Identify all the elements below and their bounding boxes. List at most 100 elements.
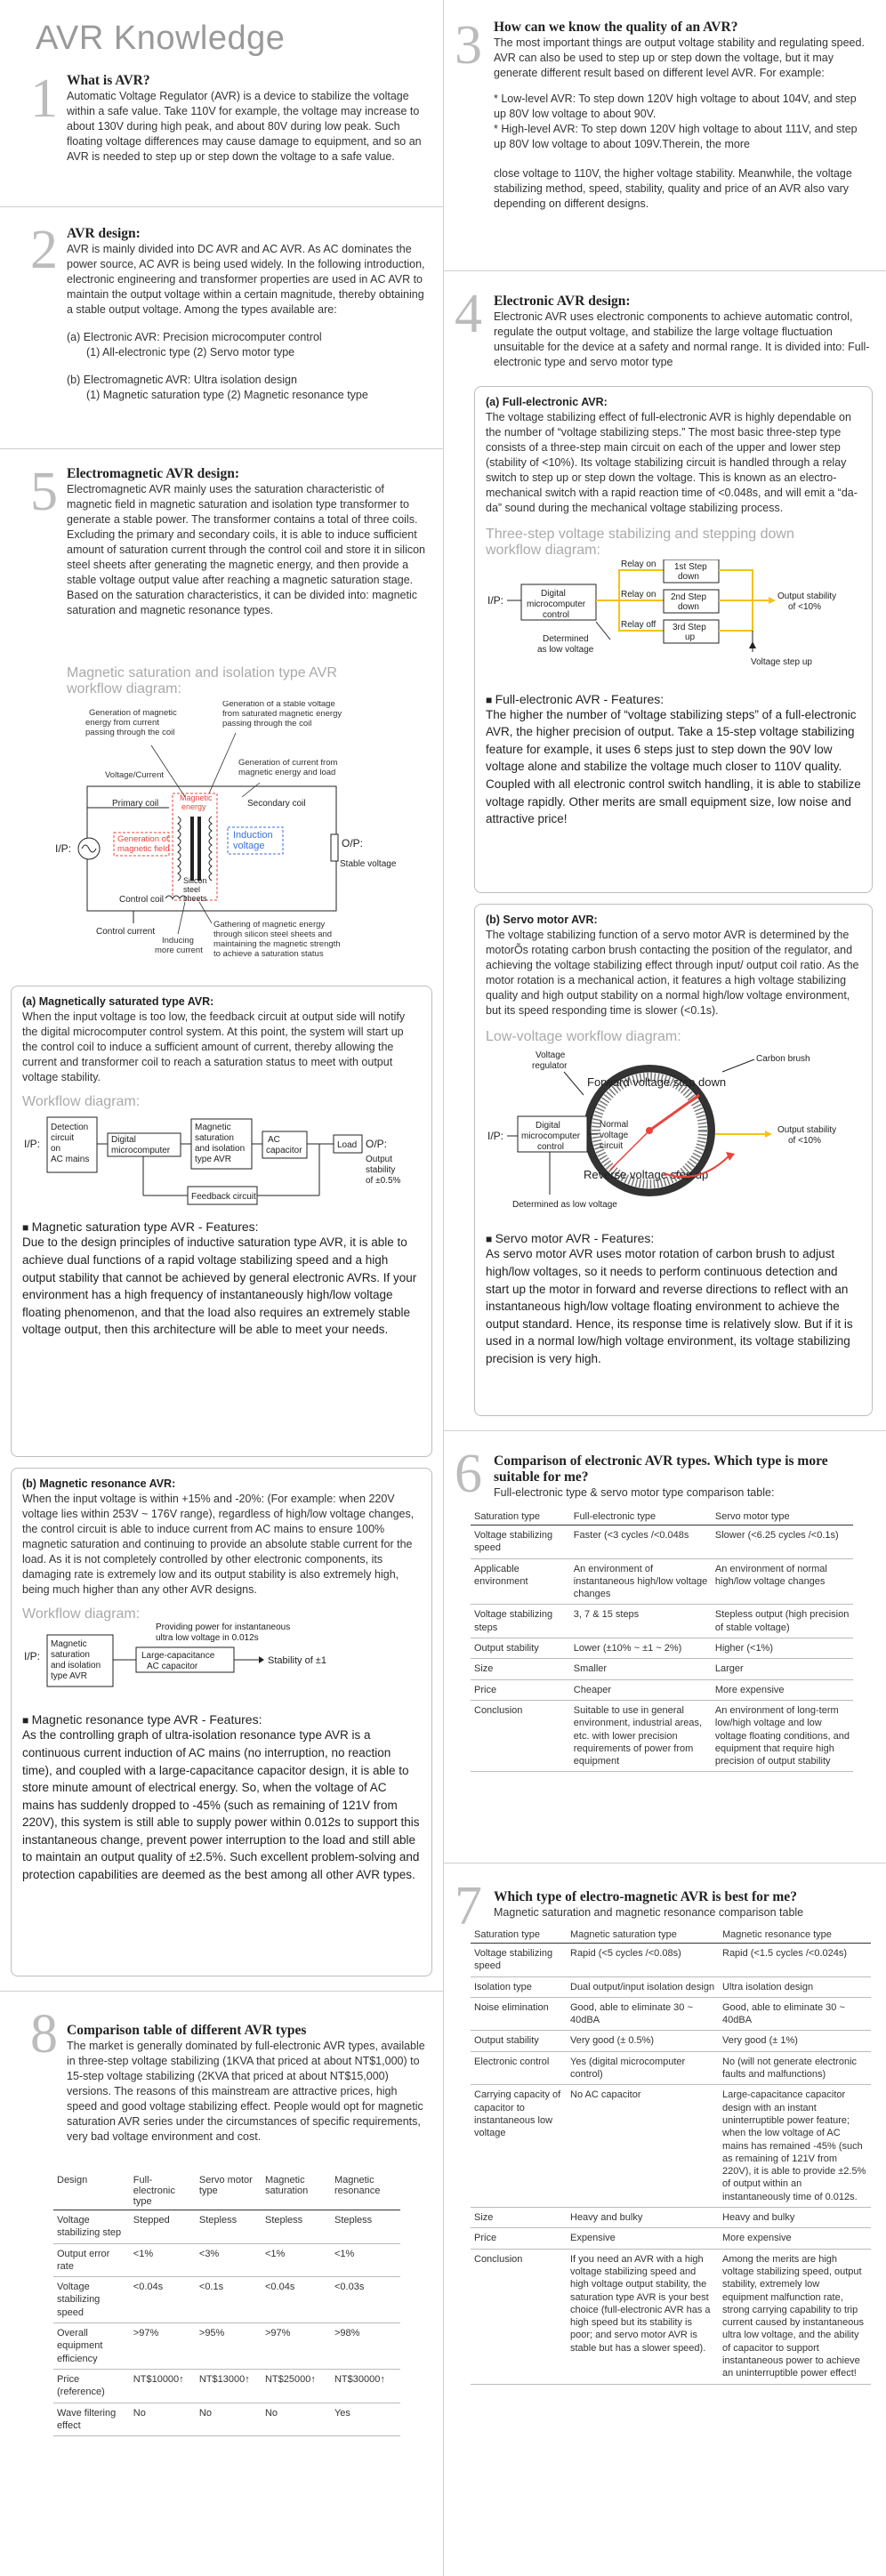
label-control-coil: Control coil [119, 895, 164, 905]
section-3-bullet-2: * High-level AVR: To step down 120V high… [494, 123, 858, 150]
table-cell: Price [471, 1679, 570, 1701]
section-2-number: 2 [30, 220, 58, 280]
table-row: Output error rate<1%<3%<1%<1% [53, 2243, 400, 2278]
section-4-body: Electronic AVR uses electronic component… [494, 310, 870, 368]
table-header-cell: Servo motor type [711, 1509, 853, 1525]
table-cell: Output stability [471, 1638, 570, 1660]
section-5-number: 5 [30, 462, 58, 522]
label-secondary-coil: Secondary coil [247, 799, 306, 809]
section-4-number: 4 [455, 284, 482, 344]
table-cell: <0.03s [330, 2276, 400, 2324]
s-determined: Determined as low voltage [512, 1200, 617, 1210]
magnetic-saturation-diagram: Generation of magnetic energy from curre… [55, 701, 397, 959]
label-gathering: Gathering of magnetic energy through sil… [213, 920, 342, 959]
table-header-cell: Magnetic saturation [261, 2172, 331, 2210]
magsat-diagram-title: Magnetic saturation and isolation type A… [67, 665, 337, 698]
page-title: AVR Knowledge [36, 20, 286, 57]
table-row: Voltage stabilizing speed<0.04s<0.1s<0.0… [53, 2276, 400, 2324]
table-cell: NT$10000↑ [129, 2369, 196, 2403]
label-gen-mag: Generation of magnetic energy from curre… [85, 708, 179, 737]
table-cell: Very good (± 0.5%) [567, 2030, 719, 2052]
magsat-features-title: Magnetic saturation type AVR - Features: [22, 1220, 421, 1234]
label-ip: I/P: [55, 842, 71, 855]
divider [444, 1430, 886, 1431]
table-cell: <0.04s [129, 2276, 196, 2324]
section-2-item-a1: (1) All-electronic type (2) Servo motor … [86, 346, 295, 358]
section-3-tail: close voltage to 110V, the higher voltag… [494, 167, 852, 210]
d-ip: I/P: [487, 594, 503, 607]
diagram-title-line-2: workflow diagram: [67, 681, 181, 697]
table-cell: Yes [330, 2403, 400, 2437]
full-electronic-diagram-title: Three-step voltage stabilizing and stepp… [486, 527, 861, 559]
section-8-title: Comparison table of different AVR types [67, 2023, 307, 2038]
table-cell: Among the merits are high voltage stabil… [719, 2249, 871, 2385]
table-header-cell: Magnetic saturation type [567, 1927, 719, 1944]
section-5-body: Electromagnetic AVR mainly uses the satu… [67, 483, 425, 616]
section-6-number: 6 [455, 1444, 482, 1504]
table-cell: If you need an AVR with a high voltage s… [567, 2249, 719, 2385]
section-5-title: Electromagnetic AVR design: [67, 466, 240, 481]
wf-ip: I/P: [24, 1650, 40, 1662]
label-control-current: Control current [96, 927, 155, 937]
table-cell: Conclusion [471, 1700, 570, 1773]
table-header-cell: Saturation type [471, 1509, 570, 1525]
section-4-title: Electronic AVR design: [494, 294, 631, 309]
section-1-title: What is AVR? [67, 73, 150, 88]
table-cell: Heavy and bulky [719, 2207, 871, 2229]
table-cell: Faster (<3 cycles /<0.048s [569, 1525, 712, 1559]
table-cell: Applicable environment [471, 1558, 570, 1606]
label-primary-coil: Primary coil [112, 799, 158, 809]
table-cell: <3% [195, 2243, 262, 2278]
section-4: Electronic AVR design: Electronic AVR us… [494, 294, 870, 370]
servo-body: The voltage stabilizing function of a se… [486, 929, 859, 1017]
section-3: How can we know the quality of an AVR? T… [494, 20, 870, 212]
label-voltage-current: Voltage/Current [105, 770, 164, 780]
servo-title: (b) Servo motor AVR: [486, 914, 598, 926]
section-7: Which type of electro-magnetic AVR is be… [494, 1889, 870, 1920]
d-relay-on-1: Relay on [621, 559, 656, 569]
table-cell: Good, able to eliminate 30 ~ 40dBA [567, 1997, 719, 2032]
table-cell: Smaller [569, 1658, 712, 1680]
magsat-avr-title: (a) Magnetically saturated type AVR: [22, 995, 214, 1008]
s-forward: Forward voltage step down [587, 1075, 726, 1089]
table-cell: Overall equipment efficiency [53, 2322, 130, 2370]
table-cell: Large-capacitance capacitor design with … [719, 2084, 871, 2209]
table-cell: An environment of normal high/low voltag… [711, 1558, 853, 1606]
table-cell: Dual output/input isolation design [567, 1976, 719, 1998]
table-cell: >95% [195, 2322, 262, 2370]
table-cell: >97% [129, 2322, 196, 2370]
table-cell: Suitable to use in general environment, … [569, 1700, 712, 1773]
magsat-avr-body: When the input voltage is too low, the f… [22, 1010, 406, 1083]
section-5: Electromagnetic AVR design: Electromagne… [67, 466, 427, 618]
table-cell: Ultra isolation design [719, 1976, 871, 1998]
table-cell: Lower (±10% ~ ±1 ~ 2%) [569, 1638, 712, 1660]
section-3-number: 3 [455, 15, 482, 76]
